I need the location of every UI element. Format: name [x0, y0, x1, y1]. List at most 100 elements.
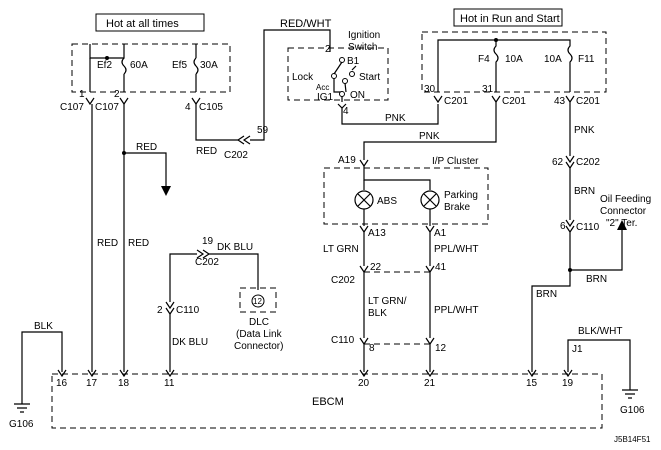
- c202-19-pin: 19: [202, 236, 214, 247]
- lt-grn-blk-label-1: LT GRN/: [368, 296, 407, 307]
- connectors-c107-c105: 1 C107 2 C107 4 C105: [60, 89, 223, 113]
- ip-cluster-label: I/P Cluster: [432, 156, 479, 167]
- red-label-branch: RED: [136, 142, 157, 153]
- lt-grn-label: LT GRN: [323, 244, 359, 255]
- c202-59-label: C202: [224, 150, 248, 161]
- cluster-bus: [363, 166, 431, 190]
- wire-blk-wht-ground: [567, 339, 631, 390]
- c202-59-connector: [236, 135, 251, 145]
- red-label-17: RED: [97, 238, 118, 249]
- wire-dk-blu-ebcm: [169, 253, 197, 302]
- hot-run-start-box: [453, 8, 563, 27]
- red-label-18: RED: [128, 238, 149, 249]
- lt-grn-blk-label-2: BLK: [368, 308, 387, 319]
- wire-red-wht: [250, 29, 331, 141]
- dlc-pin: 12: [253, 297, 262, 306]
- wire-red-branch: [124, 152, 167, 190]
- ef5-fuse-icon: [193, 57, 199, 75]
- f11-label: F11: [578, 54, 595, 65]
- c202-62-pin: 62: [552, 157, 564, 168]
- ef2-feed-wire: [89, 44, 125, 59]
- c110-8-12-label: C110: [331, 335, 355, 346]
- ebcm-pin-18: 18: [118, 378, 130, 389]
- c201a-label: C201: [444, 96, 468, 107]
- wire-brn-oil: [570, 226, 623, 271]
- switch-start-label: Start: [359, 72, 380, 83]
- lamp-outputs: [363, 209, 431, 226]
- parking-brake-label-1: Parking: [444, 190, 478, 201]
- c107a-label: C107: [60, 102, 84, 113]
- wire-pnk-cluster: [363, 102, 497, 160]
- pin-8: 8: [369, 343, 375, 354]
- ebcm-pin-19: 19: [562, 378, 574, 389]
- c105-pin: 4: [185, 102, 191, 113]
- fuse-block-hot-run-start: Hot in Run and Start F4 10A 10A F11: [421, 8, 607, 93]
- dlc-label-3: Connector): [234, 341, 283, 352]
- j1-label: J1: [572, 344, 583, 355]
- a19-label: A19: [338, 155, 356, 166]
- switch-on-label: ON: [350, 90, 365, 101]
- switch-arm: [333, 61, 343, 75]
- wire-blk-ground: [21, 331, 63, 404]
- wire-pnk-ignition: [341, 104, 439, 125]
- ef2-fuse-icon: [121, 57, 127, 75]
- ppl-wht-label-1: PPL/WHT: [434, 244, 478, 255]
- c110-6-connector: [565, 219, 575, 234]
- switch-lock-label: Lock: [292, 72, 314, 83]
- wire-brn-ebcm: [531, 270, 571, 372]
- ebcm-label: EBCM: [312, 396, 344, 408]
- c110-6-pin: 6: [560, 221, 566, 232]
- c201a-pin: 30: [424, 84, 436, 95]
- ground-icon-left: [14, 403, 30, 413]
- pnk-label-2: PNK: [419, 131, 440, 142]
- dk-blu-label-1: DK BLU: [217, 242, 253, 253]
- c202-59-pin: 59: [257, 125, 269, 136]
- dlc-terminal-icon: [251, 294, 265, 308]
- ignition-switch-label-2: Switch: [348, 42, 377, 53]
- c202-22-41-label: C202: [331, 275, 355, 286]
- blk-label: BLK: [34, 321, 53, 332]
- ebcm-module: EBCM 16 17 18 11 20 21 15 19: [51, 369, 603, 429]
- c202-62-connector: [565, 155, 575, 170]
- g106-left-label: G106: [9, 419, 34, 430]
- c110-2-label: C110: [176, 305, 200, 316]
- f4-amp-label: 10A: [505, 54, 523, 65]
- ebcm-pin-20: 20: [358, 378, 370, 389]
- switch-ig1-label: IG1: [317, 92, 334, 103]
- a1-label: A1: [434, 228, 447, 239]
- oil-feeding-label-3: "2" Ter.: [606, 218, 637, 229]
- pin-12: 12: [435, 343, 447, 354]
- c201b-pin: 31: [482, 84, 494, 95]
- c202-19-label: C202: [195, 257, 219, 268]
- c110-6-label: C110: [576, 222, 600, 233]
- switch-ig1-lead: [333, 78, 343, 102]
- ebcm-pin-16: 16: [56, 378, 68, 389]
- ebcm-pin-11: 11: [164, 378, 175, 389]
- switch-pin-2: 2: [325, 44, 331, 55]
- a19-connector: [359, 159, 369, 168]
- ef2-label: Ef2: [97, 60, 112, 71]
- c107a-pin: 1: [79, 89, 85, 100]
- switch-arrow-line: [351, 65, 357, 71]
- ebcm-pin-17: 17: [86, 378, 98, 389]
- switch-acc-label: Acc: [316, 83, 329, 92]
- hot-at-all-times-label: Hot at all times: [106, 18, 179, 30]
- brn-label-2: BRN: [586, 274, 607, 285]
- ef5-label: Ef5: [172, 60, 187, 71]
- a13-label: A13: [368, 228, 386, 239]
- f11-amp-label: 10A: [544, 54, 562, 65]
- ignition-switch-label-1: Ignition: [348, 30, 380, 41]
- brn-label-3: BRN: [536, 289, 557, 300]
- red-label-c202: RED: [196, 146, 217, 157]
- dk-blu-label-2: DK BLU: [172, 337, 208, 348]
- g106-right-label: G106: [620, 405, 645, 416]
- parking-brake-label-2: Brake: [444, 202, 471, 213]
- oil-feeding-label-2: Connector: [600, 206, 647, 217]
- switch-pin-4: 4: [343, 106, 349, 117]
- abs-lamp-cross: [357, 193, 371, 207]
- ebcm-box: [51, 373, 603, 429]
- c201c-pin: 43: [554, 96, 566, 107]
- ip-cluster: I/P Cluster ABS Parking Brake: [323, 156, 489, 226]
- pnk-label-1: PNK: [385, 113, 406, 124]
